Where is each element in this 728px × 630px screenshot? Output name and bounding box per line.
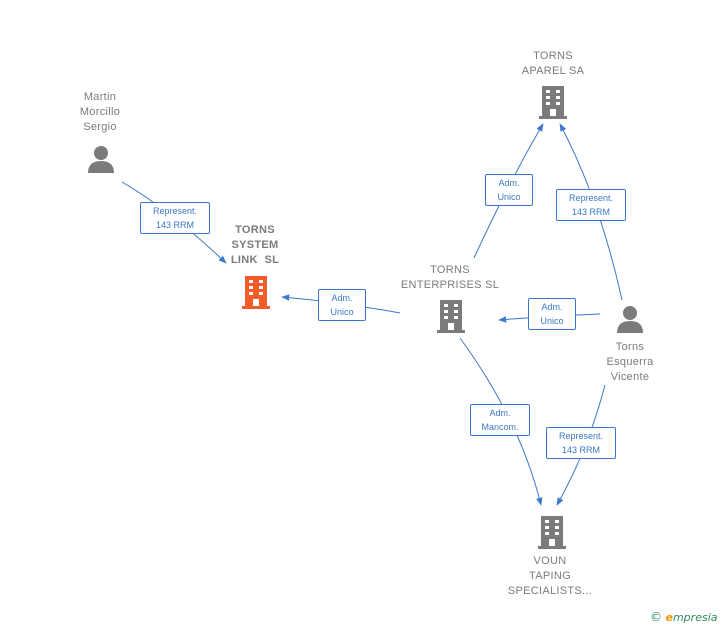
person-icon [617,306,643,333]
copyright-notice: © empresia [650,610,717,624]
person-icon [88,146,114,173]
node-label-torns-esquerra-vicente[interactable]: Torns Esquerra Vicente [606,341,654,383]
edge-label-enterprises-voun: Adm. Mancom. [470,404,530,436]
copyright-symbol: © [650,610,662,624]
edge-label-enterprises-aparel: Adm. Unico [485,174,533,206]
building-icon [539,86,567,119]
node-label-torns-enterprises[interactable]: TORNS ENTERPRISES SL [400,264,500,291]
brand-logo-initial: e [665,611,673,624]
brand-logo-text: mpresia [672,611,718,624]
edge-label-vicente-aparel: Represent. 143 RRM [556,189,626,221]
building-icon [242,276,270,309]
node-label-martin-morcillo-sergio[interactable]: Martin Morcillo Sergio [79,91,121,133]
node-label-voun-taping-specialists[interactable]: VOUN TAPING SPECIALISTS... [507,555,593,597]
edge-label-vicente-voun: Represent. 143 RRM [546,427,616,459]
node-label-torns-aparel[interactable]: TORNS APAREL SA [521,50,585,77]
edge-label-vicente-enterprises: Adm. Unico [528,298,576,330]
node-label-torns-system-link[interactable]: TORNS SYSTEM LINK SL [230,224,280,266]
building-icon [538,516,566,549]
building-icon [437,300,465,333]
edge-label-martin-system-link: Represent. 143 RRM [140,202,210,234]
edge-label-enterprises-system-link: Adm. Unico [318,289,366,321]
